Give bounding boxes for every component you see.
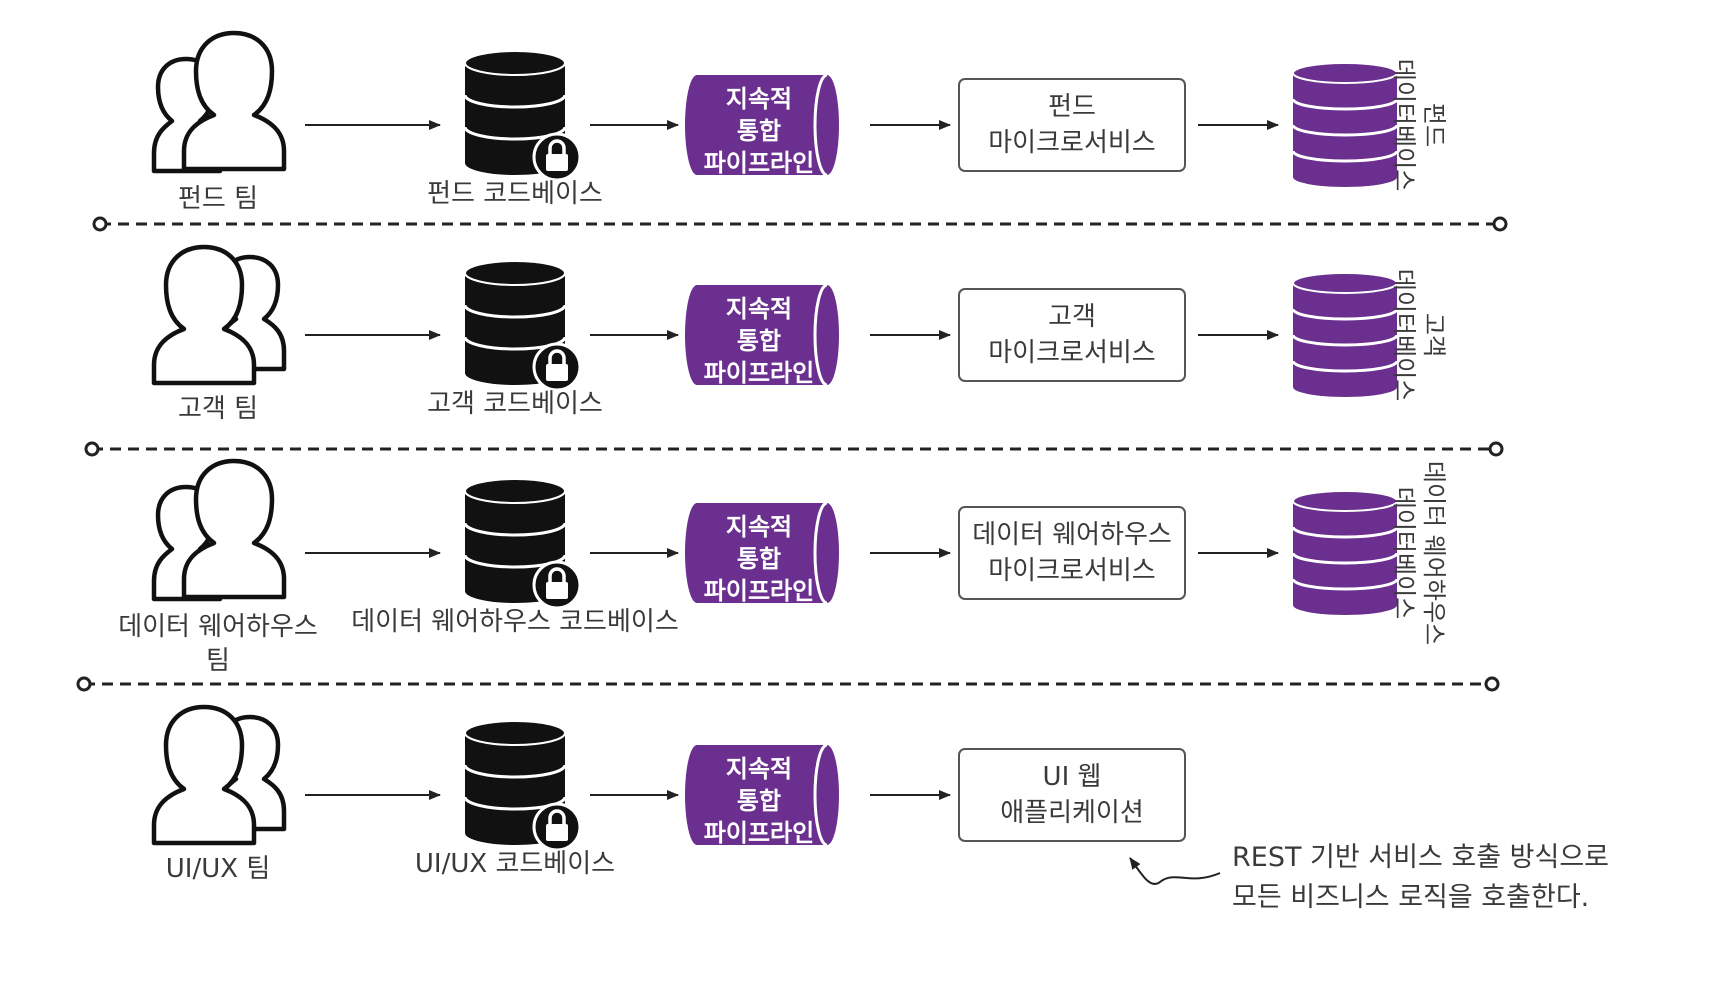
pipeline-label-line: 파이프라인 [704,149,814,177]
lock-icon [532,132,582,182]
service-label-line: UI 웹 [1043,762,1102,792]
row-divider [92,216,1508,232]
service-label-line: 마이크로서비스 [988,128,1155,158]
lock-icon [532,560,582,610]
annotation-text: 모든 비즈니스 로직을 호출한다. [1232,882,1589,913]
row-divider [76,676,1500,692]
team-icon [151,704,287,846]
lock-icon [532,802,582,852]
pipeline-label-line: 지속적 [726,85,792,113]
team-label: 데이터 웨어하우스 [118,612,318,642]
database-label-line: 고객 [1420,313,1448,357]
team-label: 팀 [206,646,230,676]
annotation-arrow [1129,857,1221,885]
codebase-label: 고객 코드베이스 [427,389,603,419]
row-divider [84,441,1504,457]
database-label-line: 펀드 [1420,103,1448,147]
locked-database-icon [463,720,582,852]
service-label-line: 펀드 [1048,92,1096,122]
team-icon [151,244,287,386]
database-label-line: 데이터베이스 [1390,487,1418,619]
codebase-label: 데이터 웨어하우스 코드베이스 [351,607,679,637]
pipeline-label-line: 지속적 [726,295,792,323]
locked-database-icon [463,260,582,392]
team-label: 펀드 팀 [178,184,258,214]
service-label-line: 마이크로서비스 [988,556,1155,586]
locked-database-icon [463,50,582,182]
lock-icon [532,342,582,392]
annotation-text: REST 기반 서비스 호출 방식으로 [1232,842,1609,873]
team-icon [151,30,287,174]
pipeline-label-line: 통합 [737,117,781,145]
team-label: 고객 팀 [178,394,258,424]
database-label-line: 데이터베이스 [1390,269,1418,401]
service-label-line: 마이크로서비스 [988,338,1155,368]
team-icon [151,458,287,602]
service-label-line: 애플리케이션 [1000,798,1144,828]
pipeline-label-line: 파이프라인 [704,819,814,847]
service-label-line: 고객 [1048,302,1096,332]
codebase-label: 펀드 코드베이스 [427,179,603,209]
pipeline-label-line: 통합 [737,327,781,355]
pipeline-label-line: 지속적 [726,513,792,541]
locked-database-icon [463,478,582,610]
pipeline-label-line: 통합 [737,787,781,815]
pipeline-label-line: 파이프라인 [704,577,814,605]
pipeline-label-line: 파이프라인 [704,359,814,387]
pipeline-label-line: 지속적 [726,755,792,783]
database-label-line: 데이터 웨어하우스 [1420,461,1448,645]
codebase-label: UI/UX 코드베이스 [415,849,615,879]
team-label: UI/UX 팀 [166,854,271,884]
database-label-line: 데이터베이스 [1390,59,1418,191]
service-label-line: 데이터 웨어하우스 [972,520,1172,550]
pipeline-label-line: 통합 [737,545,781,573]
